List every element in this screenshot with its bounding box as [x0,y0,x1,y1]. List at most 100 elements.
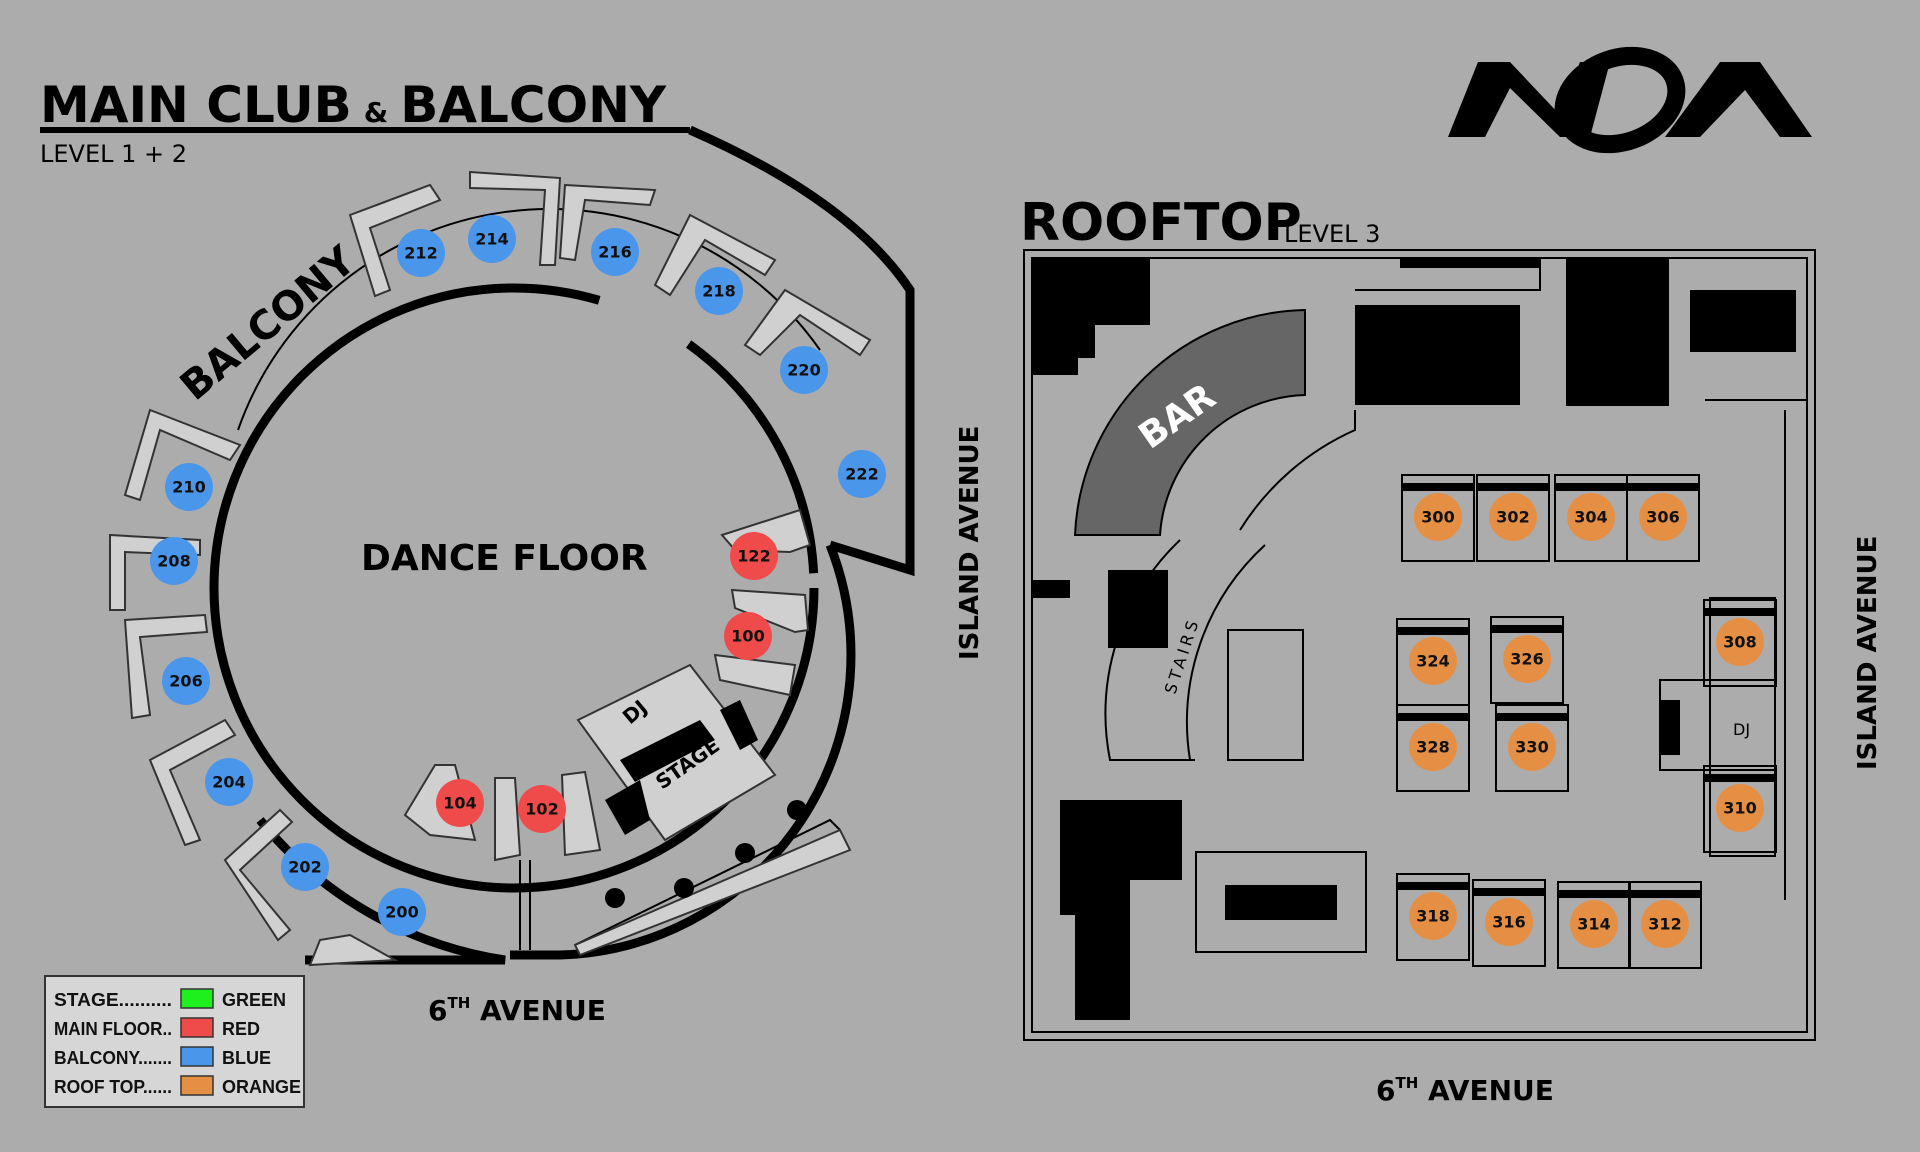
table-marker[interactable] [1409,892,1457,940]
table-marker[interactable] [730,532,778,580]
table-222[interactable]: 222 [838,450,886,498]
table-marker[interactable] [724,612,772,660]
table-206[interactable]: 206 [162,657,210,705]
table-306[interactable]: 306 [1639,493,1687,541]
table-marker[interactable] [397,229,445,277]
table-302[interactable]: 302 [1489,493,1537,541]
table-marker[interactable] [1489,493,1537,541]
table-number: 214 [475,230,508,249]
rooftop-subtitle: LEVEL 3 [1284,220,1380,248]
table-marker[interactable] [518,785,566,833]
table-100[interactable]: 100 [724,612,772,660]
table-326[interactable]: 326 [1503,635,1551,683]
table-marker[interactable] [378,888,426,936]
table-marker[interactable] [838,450,886,498]
table-marker[interactable] [1409,637,1457,685]
legend-color-name: ORANGE [222,1077,301,1097]
table-marker[interactable] [165,463,213,511]
table-marker[interactable] [1639,493,1687,541]
legend-row: BALCONY....... BLUE [54,1046,271,1068]
table-marker[interactable] [1716,618,1764,666]
table-316[interactable]: 316 [1485,898,1533,946]
legend-row: ROOF TOP......ORANGE [54,1075,301,1097]
table-number: 220 [787,361,820,380]
table-marker[interactable] [780,346,828,394]
table-marker[interactable] [436,779,484,827]
table-number: 324 [1416,652,1449,671]
table-304[interactable]: 304 [1567,493,1615,541]
sixth-avenue-label-roof: 6TH AVENUE [1376,1074,1554,1107]
rooftop-plan: BAR STAIRS DJ [1023,249,1816,1041]
rooftop-dj-label: DJ [1733,720,1750,739]
table-number: 212 [404,244,437,263]
table-marker[interactable] [1503,635,1551,683]
table-122[interactable]: 122 [730,532,778,580]
table-102[interactable]: 102 [518,785,566,833]
table-220[interactable]: 220 [780,346,828,394]
table-200[interactable]: 200 [378,888,426,936]
table-214[interactable]: 214 [468,215,516,263]
legend-color-name: BLUE [222,1048,271,1068]
table-marker[interactable] [1414,493,1462,541]
table-218[interactable]: 218 [695,267,743,315]
table-210[interactable]: 210 [165,463,213,511]
table-marker[interactable] [1409,723,1457,771]
table-marker[interactable] [1570,900,1618,948]
table-marker[interactable] [1716,784,1764,832]
table-208[interactable]: 208 [150,537,198,585]
table-number: 314 [1577,915,1610,934]
table-number: 100 [731,627,764,646]
legend-label: MAIN FLOOR.. [54,1019,172,1039]
table-number: 304 [1574,508,1607,527]
table-number: 210 [172,478,205,497]
table-number: 104 [443,794,476,813]
legend-label: BALCONY....... [54,1048,172,1068]
sixth-avenue-label-main: 6TH AVENUE [428,994,606,1027]
table-number: 202 [288,858,321,877]
rooftop-title: ROOFTOP [1020,193,1302,253]
table-marker[interactable] [1567,493,1615,541]
table-330[interactable]: 330 [1508,723,1556,771]
table-104[interactable]: 104 [436,779,484,827]
table-marker[interactable] [1508,723,1556,771]
table-204[interactable]: 204 [205,758,253,806]
table-324[interactable]: 324 [1409,637,1457,685]
table-marker[interactable] [695,267,743,315]
table-marker[interactable] [281,843,329,891]
table-number: 302 [1496,508,1529,527]
table-216[interactable]: 216 [591,228,639,276]
table-212[interactable]: 212 [397,229,445,277]
table-202[interactable]: 202 [281,843,329,891]
table-318[interactable]: 318 [1409,892,1457,940]
table-number: 208 [157,552,190,571]
table-number: 200 [385,903,418,922]
table-number: 102 [525,800,558,819]
legend-swatch [180,1017,214,1038]
table-number: 310 [1723,799,1756,818]
table-marker[interactable] [1485,898,1533,946]
table-308[interactable]: 308 [1716,618,1764,666]
table-310[interactable]: 310 [1716,784,1764,832]
table-marker[interactable] [468,215,516,263]
main-club-subtitle: LEVEL 1 + 2 [40,140,187,168]
table-number: 328 [1416,738,1449,757]
table-312[interactable]: 312 [1641,900,1689,948]
table-marker[interactable] [1641,900,1689,948]
main-club-title: MAIN CLUB&BALCONY [40,76,667,134]
table-number: 218 [702,282,735,301]
table-marker[interactable] [162,657,210,705]
legend-color-name: GREEN [222,990,286,1010]
table-314[interactable]: 314 [1570,900,1618,948]
table-marker[interactable] [150,537,198,585]
table-number: 222 [845,465,878,484]
table-number: 206 [169,672,202,691]
table-300[interactable]: 300 [1414,493,1462,541]
table-marker[interactable] [205,758,253,806]
table-328[interactable]: 328 [1409,723,1457,771]
table-number: 306 [1646,508,1679,527]
island-avenue-label-roof: ISLAND AVENUE [1853,536,1883,770]
table-marker[interactable] [591,228,639,276]
legend-color-name: RED [222,1019,260,1039]
